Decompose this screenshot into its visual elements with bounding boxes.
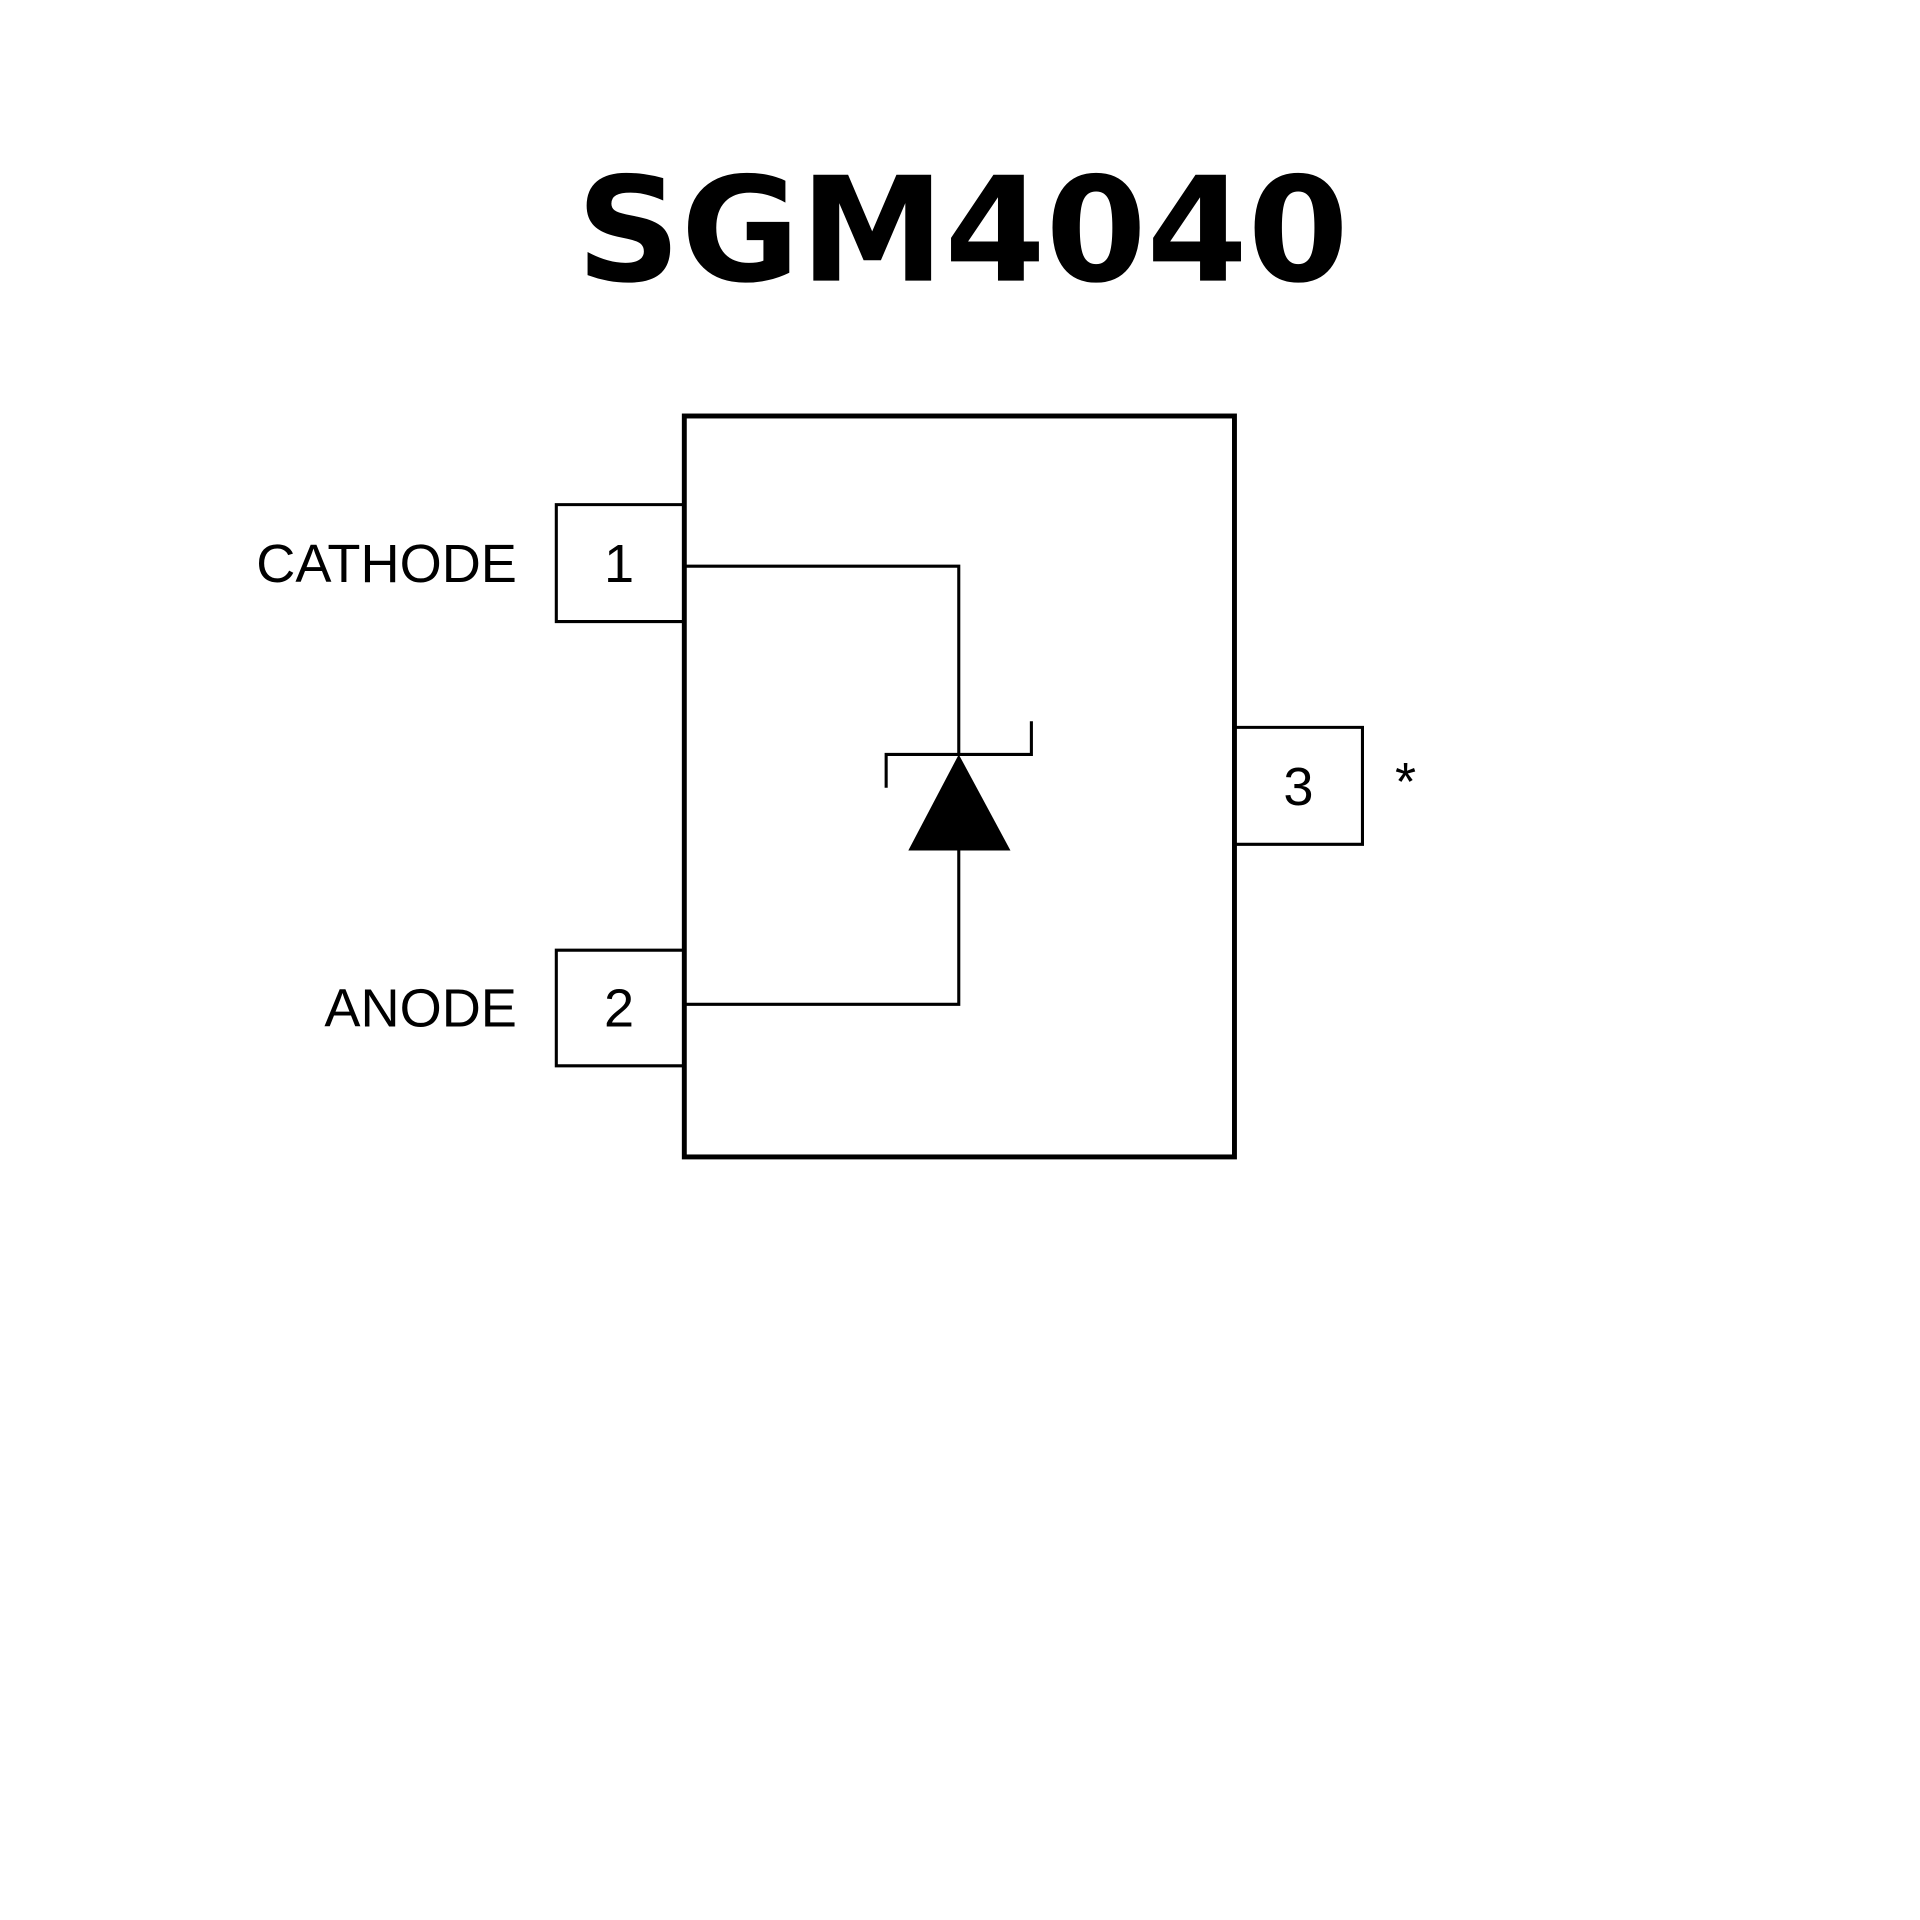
pin-1-number: 1 bbox=[604, 534, 634, 594]
anode-wire bbox=[684, 850, 961, 1006]
pin-1-label: CATHODE bbox=[256, 534, 517, 594]
pin-3-note: * bbox=[1395, 752, 1416, 812]
pin-1-pad bbox=[554, 503, 685, 624]
zener-diode-symbol bbox=[684, 564, 1033, 1006]
pin-3-pad bbox=[1234, 725, 1364, 846]
pin-1: 1 CATHODE bbox=[256, 503, 685, 624]
pin-3-number: 3 bbox=[1283, 757, 1313, 817]
pin-2: 2 ANODE bbox=[324, 948, 685, 1068]
pin-2-label: ANODE bbox=[324, 978, 517, 1038]
pin-2-number: 2 bbox=[604, 978, 634, 1038]
part-title: SGM4040 bbox=[576, 147, 1348, 316]
pin-3: 3 * bbox=[1234, 725, 1416, 846]
cathode-wire bbox=[684, 564, 961, 755]
diode-triangle-icon bbox=[908, 754, 1011, 851]
pin-2-pad bbox=[554, 948, 685, 1068]
package-body bbox=[681, 413, 1237, 1160]
